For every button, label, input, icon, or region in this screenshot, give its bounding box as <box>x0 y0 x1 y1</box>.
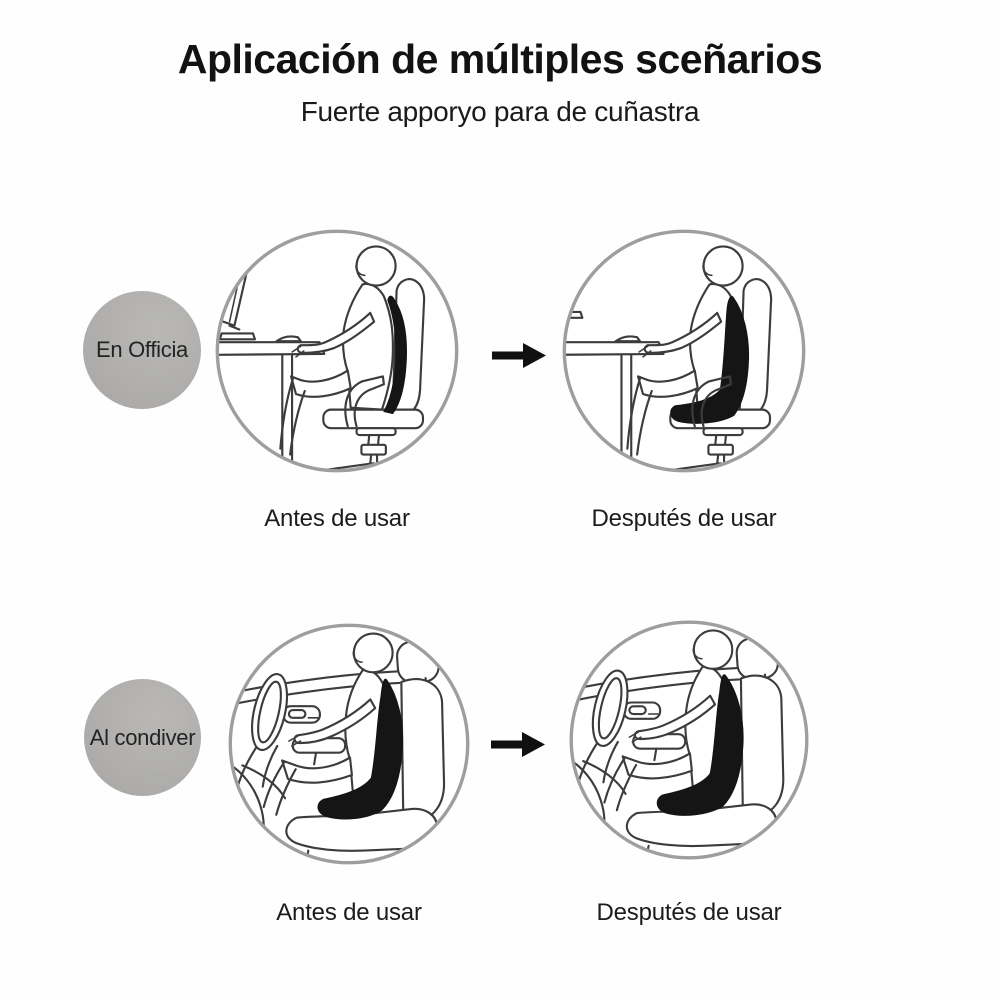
car-after-illustration <box>564 615 814 865</box>
caption-office-after: Desputés de usar <box>591 505 777 532</box>
arrow-right-icon <box>491 731 545 758</box>
seat-support-cushion <box>317 678 404 820</box>
lumbar-cushion <box>383 295 407 415</box>
arrow-right-icon <box>492 342 546 369</box>
scene-badge-office: En Officia <box>83 291 201 409</box>
page-title: Aplicación de múltiples sceñarios <box>177 36 823 82</box>
car-before-illustration <box>223 618 475 870</box>
lumbar-seat-cushion <box>670 296 750 424</box>
scene-badge-office-label: En Officia <box>96 337 188 362</box>
page-subtitle: Fuerte apporyo para de cuñastra <box>300 96 700 127</box>
scene-badge-driving-label: Al condiver <box>89 724 196 750</box>
office-before-illustration <box>210 224 464 478</box>
office-after-illustration <box>557 224 811 478</box>
caption-car-before: Antes de usar <box>276 899 422 926</box>
caption-car-after: Desputés de usar <box>596 899 782 926</box>
caption-office-before: Antes de usar <box>264 505 410 532</box>
scene-badge-driving: Al condiver <box>84 679 201 796</box>
seat-support-cushion <box>656 674 744 816</box>
